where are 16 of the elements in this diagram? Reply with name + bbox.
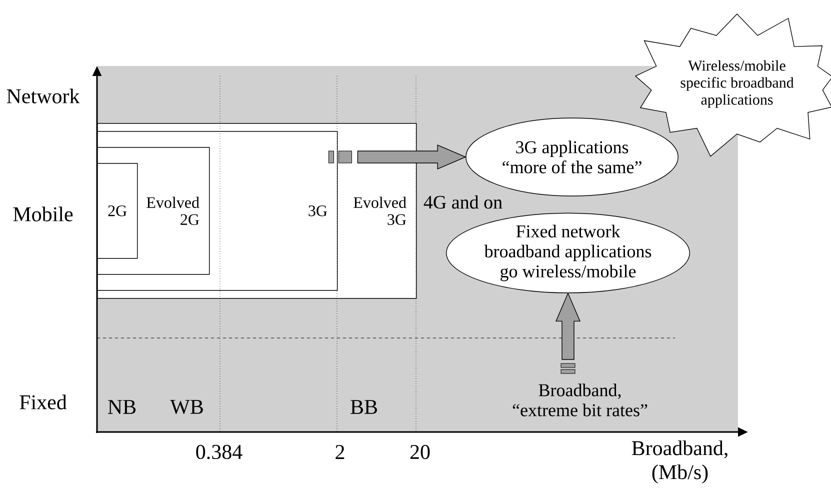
- axis-label: 0.384: [196, 444, 242, 460]
- source-text: Broadband, “extreme bit rates”: [512, 384, 648, 416]
- axis-label: 4G and on: [424, 195, 502, 209]
- generation-box: 2G: [97, 163, 138, 259]
- axis-label: Broadband, (Mb/s): [632, 440, 728, 484]
- axis-label: Fixed: [20, 394, 67, 410]
- axis-label: BB: [350, 400, 377, 414]
- axis-label: Network: [6, 88, 80, 104]
- axis-label: Mobile: [13, 206, 73, 222]
- axis-label: NB: [108, 400, 136, 414]
- axis-label: WB: [170, 400, 203, 414]
- block-arrow: [555, 292, 581, 374]
- node-label: Wireless/mobile specific broadband applications: [680, 60, 794, 108]
- block-arrow: [328, 144, 466, 170]
- axis-label: 20: [410, 444, 430, 460]
- axis-label: 2: [336, 445, 344, 459]
